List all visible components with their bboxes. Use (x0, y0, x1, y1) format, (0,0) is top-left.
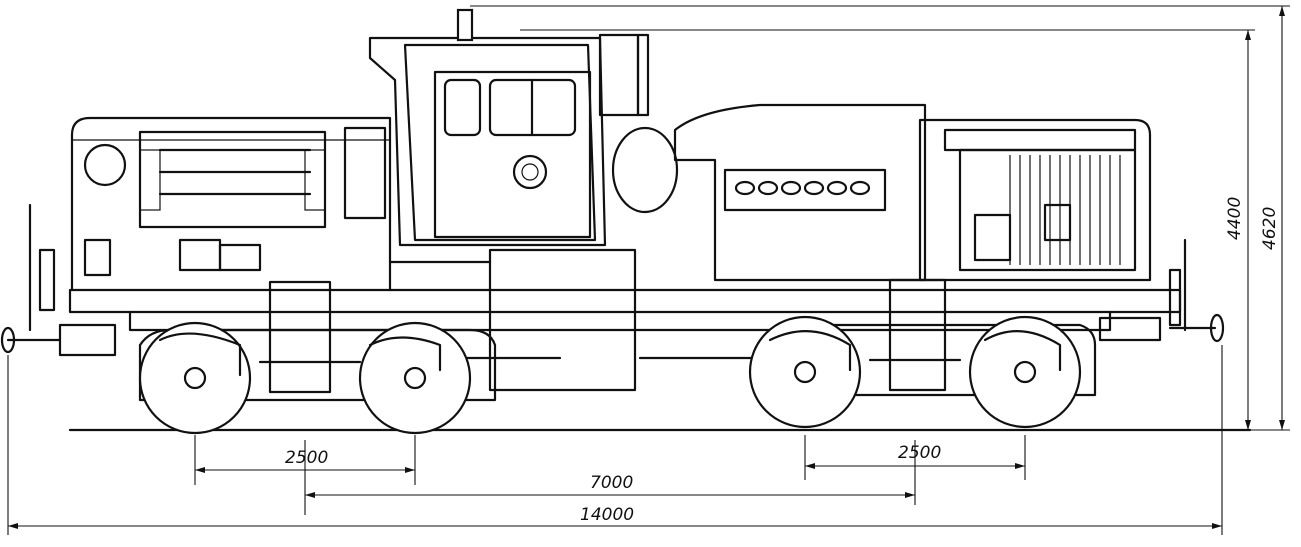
cylinder-row (734, 180, 871, 196)
wheel-2 (358, 321, 472, 435)
dimension-bogie-centers (304, 440, 916, 515)
left-hood (28, 116, 392, 332)
dimension-height-total (470, 5, 1290, 431)
dimension-height-cab (520, 29, 1255, 430)
air-reservoir (611, 126, 679, 214)
bogie-frame-left (138, 328, 497, 402)
dimension-label-height-total: 4620 (1260, 207, 1280, 250)
wheel-1 (138, 321, 252, 435)
dimension-label-wheelbase-right: 2500 (898, 443, 941, 463)
dimension-label-height-cab: 4400 (1225, 197, 1245, 240)
right-coupler (1098, 313, 1225, 343)
dimension-label-wheelbase-left: 2500 (285, 448, 328, 468)
dimension-label-bogie-centers: 7000 (590, 473, 633, 493)
radiator-fins (1009, 155, 1121, 265)
cardan-shafts (258, 356, 962, 364)
dimension-label-overall-length: 14000 (580, 505, 634, 525)
left-coupler (0, 323, 117, 357)
wheel-3 (748, 315, 862, 429)
wheel-4 (968, 315, 1082, 429)
right-hood (918, 118, 1187, 332)
cab (368, 8, 650, 247)
engine-section (388, 103, 927, 392)
dimension-overall-length (7, 345, 1223, 535)
